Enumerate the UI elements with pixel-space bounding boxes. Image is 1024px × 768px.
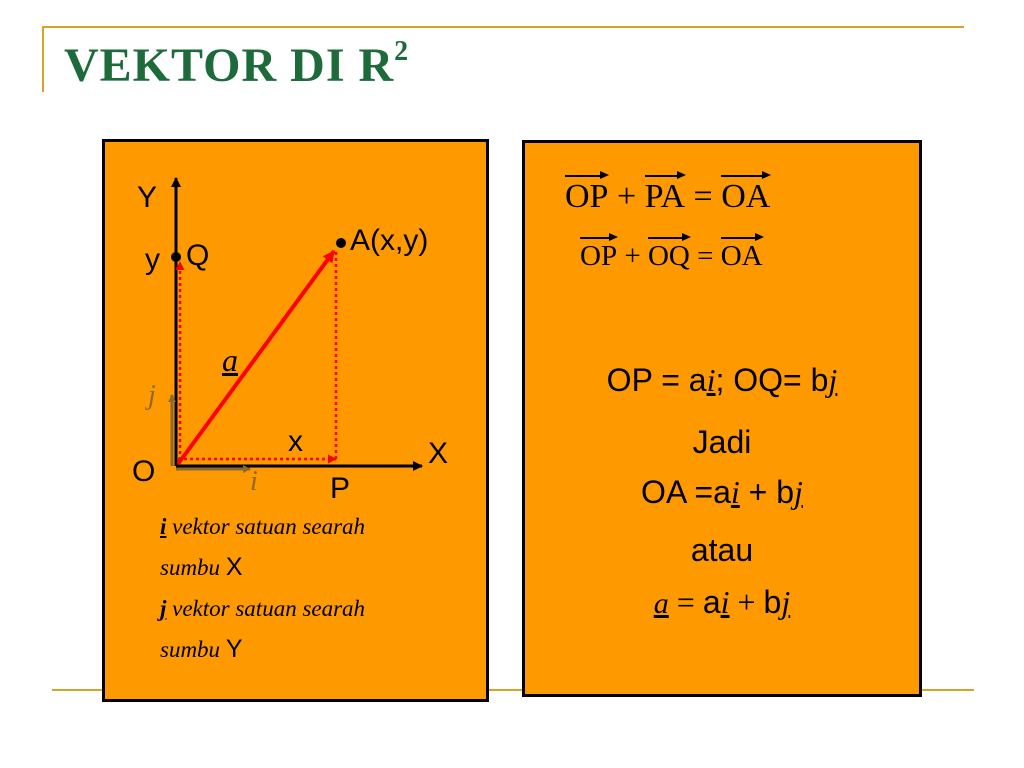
legend-j-symbol: j: [160, 596, 167, 621]
line5-b: b: [763, 584, 782, 620]
line1-b: ; OQ= b: [715, 362, 829, 398]
equations-panel: [522, 140, 922, 697]
equation-2: OP + OQ = OA: [580, 233, 764, 273]
diagram-panel: [102, 139, 489, 702]
eq2-vector-oa: OA: [720, 233, 764, 272]
eq1-equals: =: [685, 178, 722, 215]
x-axis-label: X: [428, 437, 449, 470]
op-oq-definition: OP = ai; OQ= bj: [525, 362, 919, 399]
vector-a-label: a: [222, 342, 238, 378]
footer-rule: [52, 689, 974, 691]
eq2-plus: +: [617, 240, 648, 272]
point-q-dot: [171, 252, 181, 262]
j-label: j: [148, 380, 156, 411]
legend-i-text2: sumbu: [160, 555, 226, 580]
legend-j-text2: sumbu: [160, 637, 226, 662]
legend-i-symbol: i: [160, 514, 167, 539]
title-accent-vertical: [42, 26, 44, 92]
eq2-vector-oq: OQ: [647, 233, 691, 272]
title-accent-horizontal: [42, 26, 964, 28]
legend-i-text: vektor satuan searah: [166, 514, 366, 539]
point-a-dot: [336, 238, 346, 248]
title-superscript: 2: [394, 36, 410, 67]
origin-label: O: [132, 455, 156, 488]
line3-i: i: [730, 474, 740, 510]
point-q-label: Q: [186, 239, 210, 272]
slide-title: VEKTOR DI R2: [64, 36, 410, 93]
i-label: i: [250, 466, 258, 497]
y-axis-label: Y: [137, 181, 158, 214]
eq2-equals: =: [689, 240, 721, 272]
title-text: VEKTOR DI R: [64, 39, 395, 92]
point-p-label: P: [330, 472, 351, 505]
equation-1: OP + PA = OA: [565, 171, 772, 216]
eq1-vector-pa: PA: [644, 171, 687, 215]
point-a-label: A(x,y): [350, 224, 429, 257]
line5-i: i: [720, 584, 730, 620]
y-value-label: y: [145, 243, 160, 276]
jadi-text: Jadi: [692, 424, 752, 460]
atau-text: atau: [690, 532, 754, 568]
x-value-label: x: [288, 425, 303, 458]
line1-a: OP = a: [606, 362, 707, 398]
eq1-vector-op: OP: [565, 171, 610, 215]
legend-j-text: vektor satuan searah: [166, 596, 366, 621]
oa-expression: OA =ai + bj: [525, 474, 919, 511]
legend-i: i vektor satuan searah sumbu X: [160, 507, 470, 588]
line5-j: j: [781, 584, 791, 620]
legend-j: j vektor satuan searah sumbu Y: [160, 589, 470, 670]
line5-vec-a: a: [653, 587, 669, 620]
eq1-vector-oa: OA: [721, 171, 772, 215]
line3-j: j: [794, 474, 803, 510]
eq1-plus: +: [608, 178, 645, 215]
line5-equals: =: [668, 584, 703, 620]
line5-plus: +: [729, 584, 764, 620]
legend-i-axis: X: [225, 553, 243, 581]
vector-a-expression: a = ai + bj: [525, 584, 919, 621]
line5-a: a: [702, 584, 721, 620]
eq2-vector-op: OP: [580, 233, 619, 272]
line3-b: + b: [739, 474, 795, 510]
legend-j-axis: Y: [225, 635, 243, 663]
line1-j: j: [828, 362, 838, 398]
vector-a-arrow: [176, 249, 336, 466]
line1-i: i: [706, 362, 716, 398]
line3-a: OA =a: [641, 474, 731, 510]
